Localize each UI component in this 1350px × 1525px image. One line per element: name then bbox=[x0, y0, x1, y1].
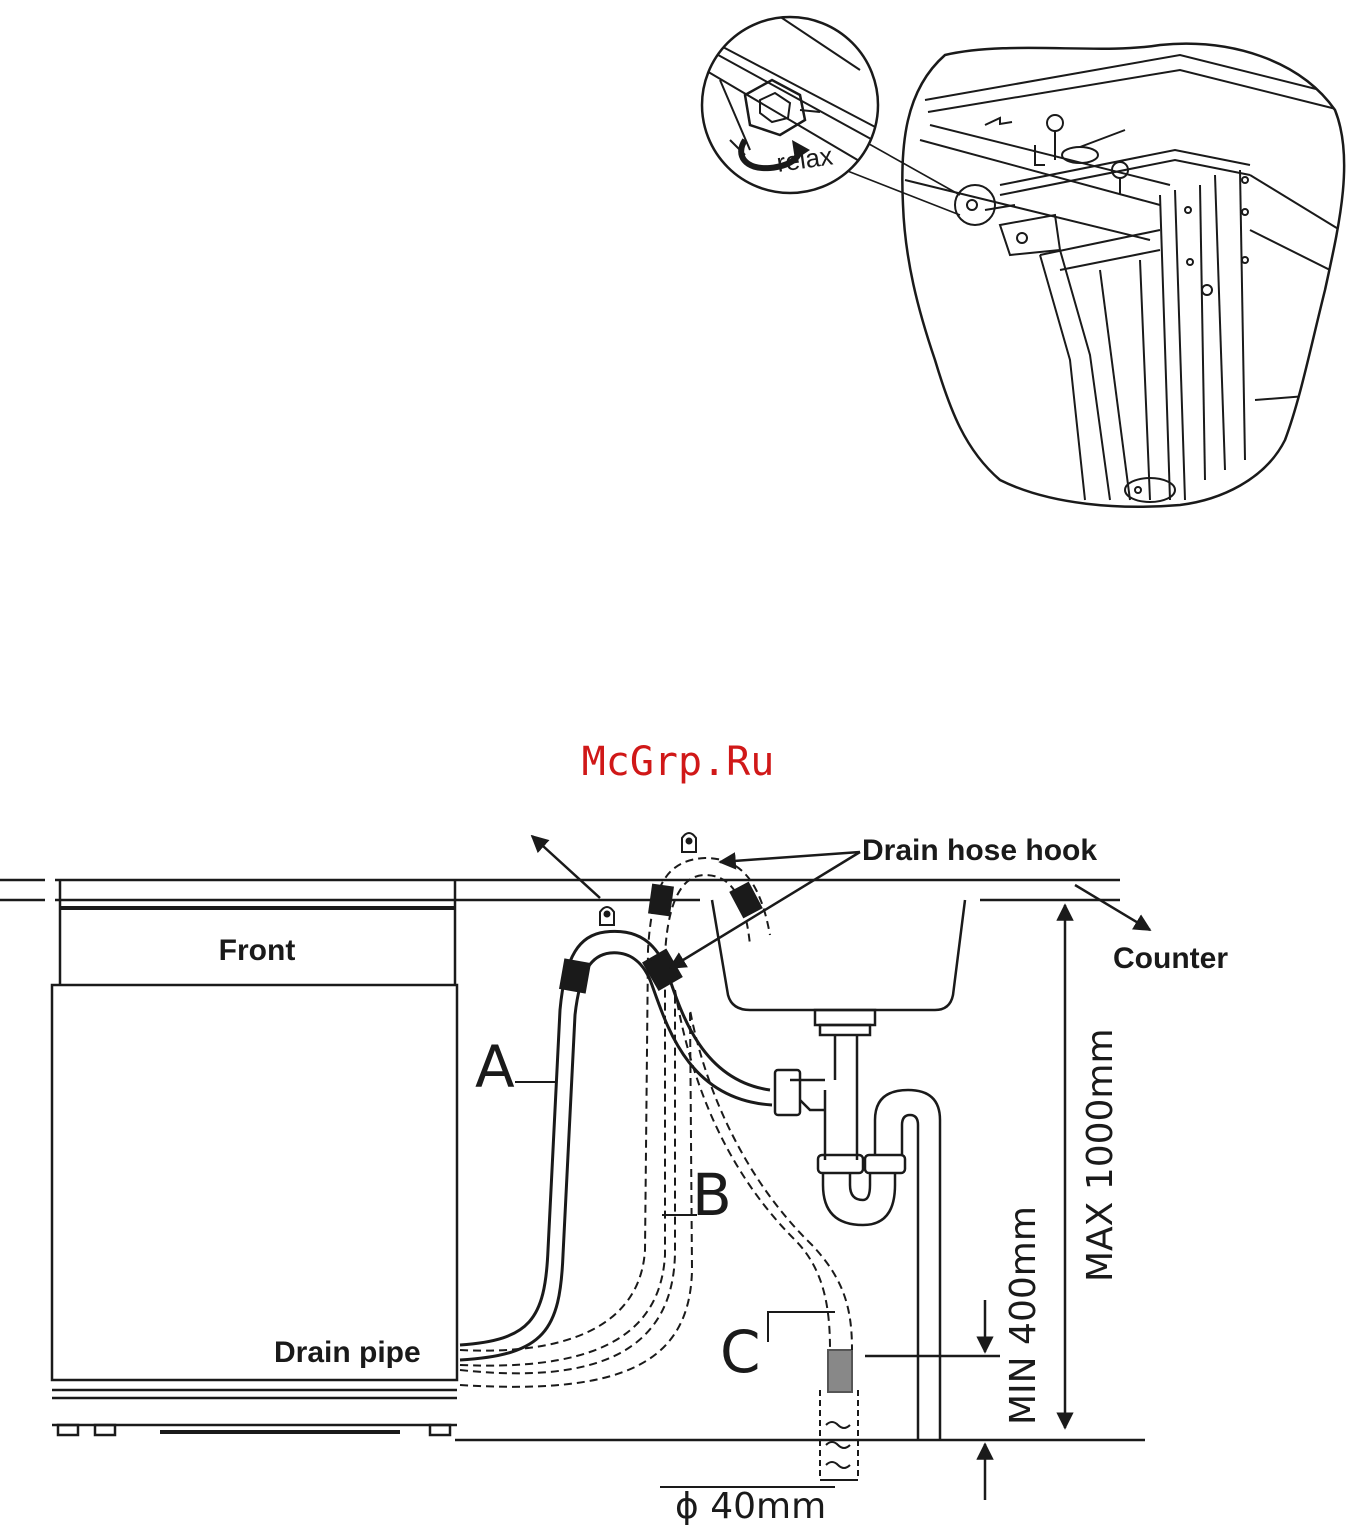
hose-a bbox=[460, 931, 772, 1360]
hose-b-label: B bbox=[692, 1161, 732, 1229]
hook-top bbox=[682, 833, 696, 852]
hose-leaders bbox=[515, 1082, 835, 1342]
p-trap bbox=[775, 1035, 940, 1440]
counter-top bbox=[0, 880, 1120, 900]
max-height-label: MAX 1000mm bbox=[1080, 1028, 1121, 1282]
min-height-label: MIN 400mm bbox=[1003, 1206, 1044, 1425]
hook-front bbox=[600, 907, 614, 925]
drain-pipe-label: Drain pipe bbox=[274, 1336, 421, 1369]
min-dimension bbox=[865, 1300, 1000, 1500]
counter-label: Counter bbox=[1113, 942, 1228, 975]
hose-a-label: A bbox=[475, 1033, 515, 1101]
relax-detail-circle: relax bbox=[700, 10, 900, 193]
diameter-label: ϕ 40mm bbox=[675, 1486, 826, 1525]
drain-hose-hook-label: Drain hose hook bbox=[862, 834, 1097, 867]
hose-c bbox=[460, 990, 852, 1387]
hose-c-label: C bbox=[720, 1318, 761, 1386]
cabinet-corner-illustration bbox=[902, 44, 1344, 507]
front-label: Front bbox=[219, 934, 296, 967]
watermark: McGrp.Ru bbox=[582, 739, 775, 785]
standpipe bbox=[820, 1350, 858, 1480]
